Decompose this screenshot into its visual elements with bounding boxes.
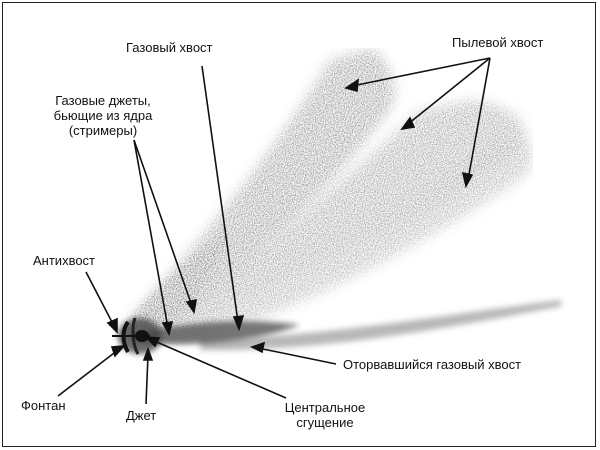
- dust-tail-leader-2: [407, 57, 491, 125]
- central-condensation-leader: [151, 339, 287, 399]
- gas-jets-arrowhead-1: [185, 298, 197, 315]
- fountain-leader: [57, 349, 119, 397]
- label-gas-jets-line-2: бьющие из ядра: [53, 108, 153, 123]
- label-gas-jets-line-1: Газовые джеты,: [55, 93, 151, 108]
- label-jet: Джет: [126, 408, 157, 423]
- anti-tail-leader: [85, 271, 115, 327]
- gas-jets-leader-2: [133, 139, 169, 329]
- detached-gas-tail: [200, 300, 562, 351]
- dust-tail-arrowhead-3: [461, 171, 474, 189]
- detached-gas-tail-arrowhead: [249, 341, 266, 354]
- gas-jets-leader-1: [133, 139, 193, 307]
- fountain-arrowhead: [110, 345, 126, 358]
- dust-tail-arrowhead-2: [400, 116, 416, 131]
- central-condensation-arrowhead: [143, 336, 161, 348]
- dust-tail-right: [150, 135, 533, 345]
- label-anti-tail: Антихвост: [33, 253, 96, 268]
- label-gas-jets-line-3: (стримеры): [68, 123, 138, 138]
- jet-leader: [145, 354, 149, 405]
- nucleus: [112, 317, 162, 355]
- jet-arrowhead: [142, 346, 154, 361]
- label-central-line-1: Центральное: [284, 400, 366, 415]
- label-gas-tail: Газовый хвост: [126, 40, 213, 55]
- diagram-frame: [2, 2, 596, 447]
- gas-tail-leader: [201, 65, 239, 323]
- gas-tail-arrowhead: [232, 315, 245, 332]
- label-gas-jets: Газовые джеты, бьющие из ядра (стримеры): [18, 93, 188, 138]
- streamers-haze: [130, 230, 230, 330]
- label-central-line-2: сгущение: [296, 415, 354, 430]
- dust-tail-arrowhead-1: [344, 78, 359, 93]
- gas-jets-arrowhead-2: [161, 321, 174, 337]
- gas-tail-core: [130, 321, 300, 345]
- label-dust-tail: Пылевой хвост: [452, 35, 544, 50]
- dust-tail-shapes: [118, 48, 533, 345]
- dust-tail-leader-3: [467, 57, 491, 181]
- label-fountain: Фонтан: [21, 398, 66, 413]
- detached-gas-tail-leader: [257, 347, 337, 365]
- label-central-condensation: Центральное сгущение: [270, 400, 380, 430]
- label-detached-gas-tail: Оторвавшийся газовый хвост: [343, 357, 522, 372]
- dust-tail-middle: [125, 100, 526, 340]
- leader-lines: [57, 57, 491, 405]
- anti-tail-arrowhead: [106, 317, 118, 334]
- dust-tail-leader-1: [351, 57, 491, 87]
